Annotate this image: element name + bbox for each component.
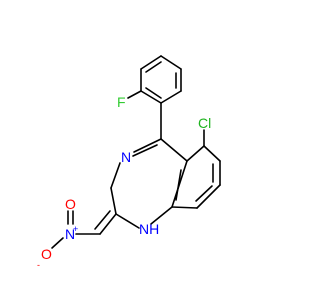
bond [127,90,142,99]
chlorine-label: Cl [198,115,211,131]
bond [99,213,117,235]
bond [110,187,117,215]
bond [145,87,162,99]
structure-canvas: F Cl N NH N + O O - [37,55,221,270]
nitro-oxygen-charge: - [37,260,40,270]
nitro-oxygen-single-label: O [41,246,52,262]
bond [115,213,140,229]
nitro-oxygen-double-label: O [65,196,76,212]
bond [171,160,188,208]
ring-nitrogen-label: N [121,149,131,165]
bond [94,210,111,230]
bond [160,138,188,162]
bond [145,61,162,73]
bond [175,169,182,201]
fluorine-label: F [117,94,126,110]
nitro-nitrogen-label: N [65,226,75,242]
bond [140,55,162,70]
bond [203,145,221,162]
atom-labels: F Cl N NH N + O O - [37,94,211,270]
bond [196,184,221,209]
bond [110,162,121,189]
bond [51,237,64,249]
nitro-nitrogen-charge: + [73,224,78,234]
bond [133,138,162,153]
bond [160,55,182,70]
bond [160,90,182,104]
bond [150,206,173,225]
bond [140,90,162,104]
bond [132,144,158,157]
bond [195,185,213,202]
bond [171,206,198,209]
amine-label: NH [139,221,159,237]
molecule-diagram: F Cl N NH N + O O - [37,55,221,270]
bonds [51,55,221,249]
bond [186,145,205,162]
